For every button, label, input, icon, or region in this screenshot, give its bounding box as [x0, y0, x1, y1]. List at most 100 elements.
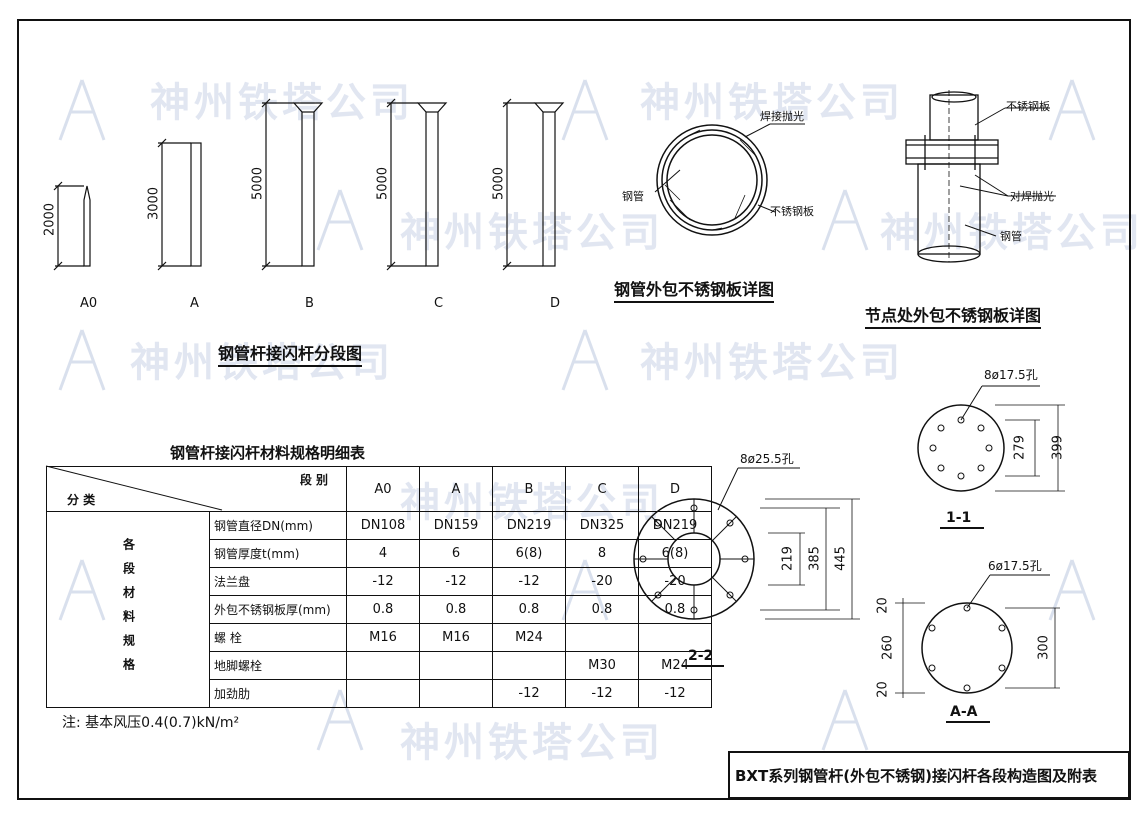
table-cell: [492, 651, 566, 680]
section-a-a-dim-side: 300: [1036, 635, 1052, 660]
segment-d-label: D: [550, 296, 561, 311]
table-category: 各段材料规格: [46, 511, 210, 708]
title-block: BXT系列钢管杆(外包不锈钢)接闪杆各段构造图及附表: [735, 767, 1097, 785]
sheet-border: [17, 19, 1131, 800]
watermark: 神州铁塔公司: [400, 210, 664, 256]
spec-table: 段 别 分 类 A0 A B C D 各段材料规格 钢管直径DN(mm) DN1…: [46, 466, 712, 708]
table-cell: [346, 651, 420, 680]
table-corner-top: 段 别: [299, 473, 328, 487]
detail1-pipe-label: 钢管: [622, 190, 644, 203]
table-cell: 6(8): [638, 539, 712, 568]
table-col-header: C: [565, 466, 639, 512]
table-cell: M16: [419, 623, 493, 652]
table-row: 法兰盘 -12 -12 -12 -20 -20: [47, 567, 712, 596]
detail2-title: 节点处外包不锈钢板详图: [865, 302, 1042, 329]
segment-c-length: 5000: [375, 166, 391, 201]
detail1-drawing: [654, 123, 805, 236]
detail2-drawing: [905, 90, 1056, 263]
table-cell: 6: [419, 539, 493, 568]
table-col-header: B: [492, 466, 566, 512]
table-row: 螺 栓 M16 M16 M24: [47, 623, 712, 652]
watermark: 神州铁塔公司: [640, 340, 904, 386]
section-a-a-label: A-A: [950, 704, 978, 720]
segment-a0-label: A0: [80, 296, 98, 311]
table-cell: M16: [346, 623, 420, 652]
table-cell: 0.8: [565, 595, 639, 624]
table-cell: -12: [492, 567, 566, 596]
table-cell: -12: [565, 679, 639, 708]
table-col-header: A: [419, 466, 493, 512]
table-cell: M30: [565, 651, 639, 680]
watermark: 神州铁塔公司: [640, 80, 904, 126]
detail1-title: 钢管外包不锈钢板详图: [614, 276, 775, 303]
table-col-header: A0: [346, 466, 420, 512]
table-corner-bottom: 分 类: [67, 493, 96, 507]
table-row: 地脚螺栓 M30 M24: [47, 651, 712, 680]
table-row-label: 加劲肋: [209, 679, 347, 708]
watermark: 神州铁塔公司: [400, 720, 664, 766]
table-cell: 0.8: [346, 595, 420, 624]
table-row-label: 螺 栓: [209, 623, 347, 652]
section-1-1-holes: 8ø17.5孔: [984, 368, 1038, 382]
segment-c: [386, 98, 448, 271]
table-cell: -20: [565, 567, 639, 596]
table-cell: 4: [346, 539, 420, 568]
section-2-2-holes: 8ø25.5孔: [740, 452, 794, 466]
segment-b-label: B: [305, 296, 314, 311]
segment-a0: [53, 181, 91, 271]
detail1-weld-label: 焊接抛光: [760, 110, 804, 123]
table-cell: 8: [565, 539, 639, 568]
watermark: 神州铁塔公司: [130, 340, 394, 386]
table-col-header: D: [638, 466, 712, 512]
segment-a-label: A: [190, 296, 199, 311]
table-row: 各段材料规格 钢管直径DN(mm) DN108 DN159 DN219 DN32…: [46, 511, 712, 708]
table-note: 注: 基本风压0.4(0.7)kN/m²: [62, 715, 240, 731]
watermark: 神州铁塔公司: [880, 210, 1144, 256]
table-cell: [638, 623, 712, 652]
table-cell: -12: [492, 679, 566, 708]
table-cell: [419, 651, 493, 680]
table-cell: [346, 679, 420, 708]
segment-c-label: C: [434, 296, 444, 311]
detail2-pipe-label: 钢管: [1000, 230, 1022, 243]
section-2-2-dim-a: 219: [780, 546, 796, 571]
section-1-1-dim-b: 399: [1050, 435, 1066, 460]
table-cell: M24: [492, 623, 566, 652]
section-1-1-dim-a: 279: [1012, 435, 1028, 460]
table-cell: -20: [638, 567, 712, 596]
table-row: 外包不锈钢板厚(mm) 0.8 0.8 0.8 0.8 0.8: [47, 595, 712, 624]
segment-d-length: 5000: [491, 166, 507, 201]
table-cell: DN108: [346, 511, 420, 540]
segment-d: [502, 98, 565, 271]
segment-b: [261, 98, 324, 271]
table-cell: -12: [638, 679, 712, 708]
section-2-2-dim-c: 445: [833, 546, 849, 571]
table-cell: DN219: [638, 511, 712, 540]
table-row-label: 地脚螺栓: [209, 651, 347, 680]
table-row-label: 钢管厚度t(mm): [209, 539, 347, 568]
section-2-2-dim-b: 385: [807, 546, 823, 571]
table-cell: 0.8: [492, 595, 566, 624]
table-cell: DN219: [492, 511, 566, 540]
section-a-a-dim-mid: 260: [880, 635, 896, 660]
table-row-label: 外包不锈钢板厚(mm): [209, 595, 347, 624]
section-a-a-drawing: [895, 574, 1060, 723]
table-cell: M24: [638, 651, 712, 680]
table-cell: DN159: [419, 511, 493, 540]
table-cell: -12: [346, 567, 420, 596]
segment-b-length: 5000: [250, 166, 266, 201]
section-a-a-dim-top: 20: [875, 597, 891, 614]
detail2-plate-label: 不锈钢板: [1006, 100, 1050, 113]
table-cell: 0.8: [638, 595, 712, 624]
section-1-1-label: 1-1: [946, 510, 972, 526]
table-cell: [419, 679, 493, 708]
segment-a: [157, 138, 202, 271]
table-row-label: 钢管直径DN(mm): [209, 511, 347, 540]
table-cell: 6(8): [492, 539, 566, 568]
segments-title: 钢管杆接闪杆分段图: [218, 340, 363, 367]
table-row: 加劲肋 -12 -12 -12: [47, 679, 712, 708]
segment-a0-length: 2000: [42, 202, 58, 237]
table-cell: -12: [419, 567, 493, 596]
table-cell: 0.8: [419, 595, 493, 624]
